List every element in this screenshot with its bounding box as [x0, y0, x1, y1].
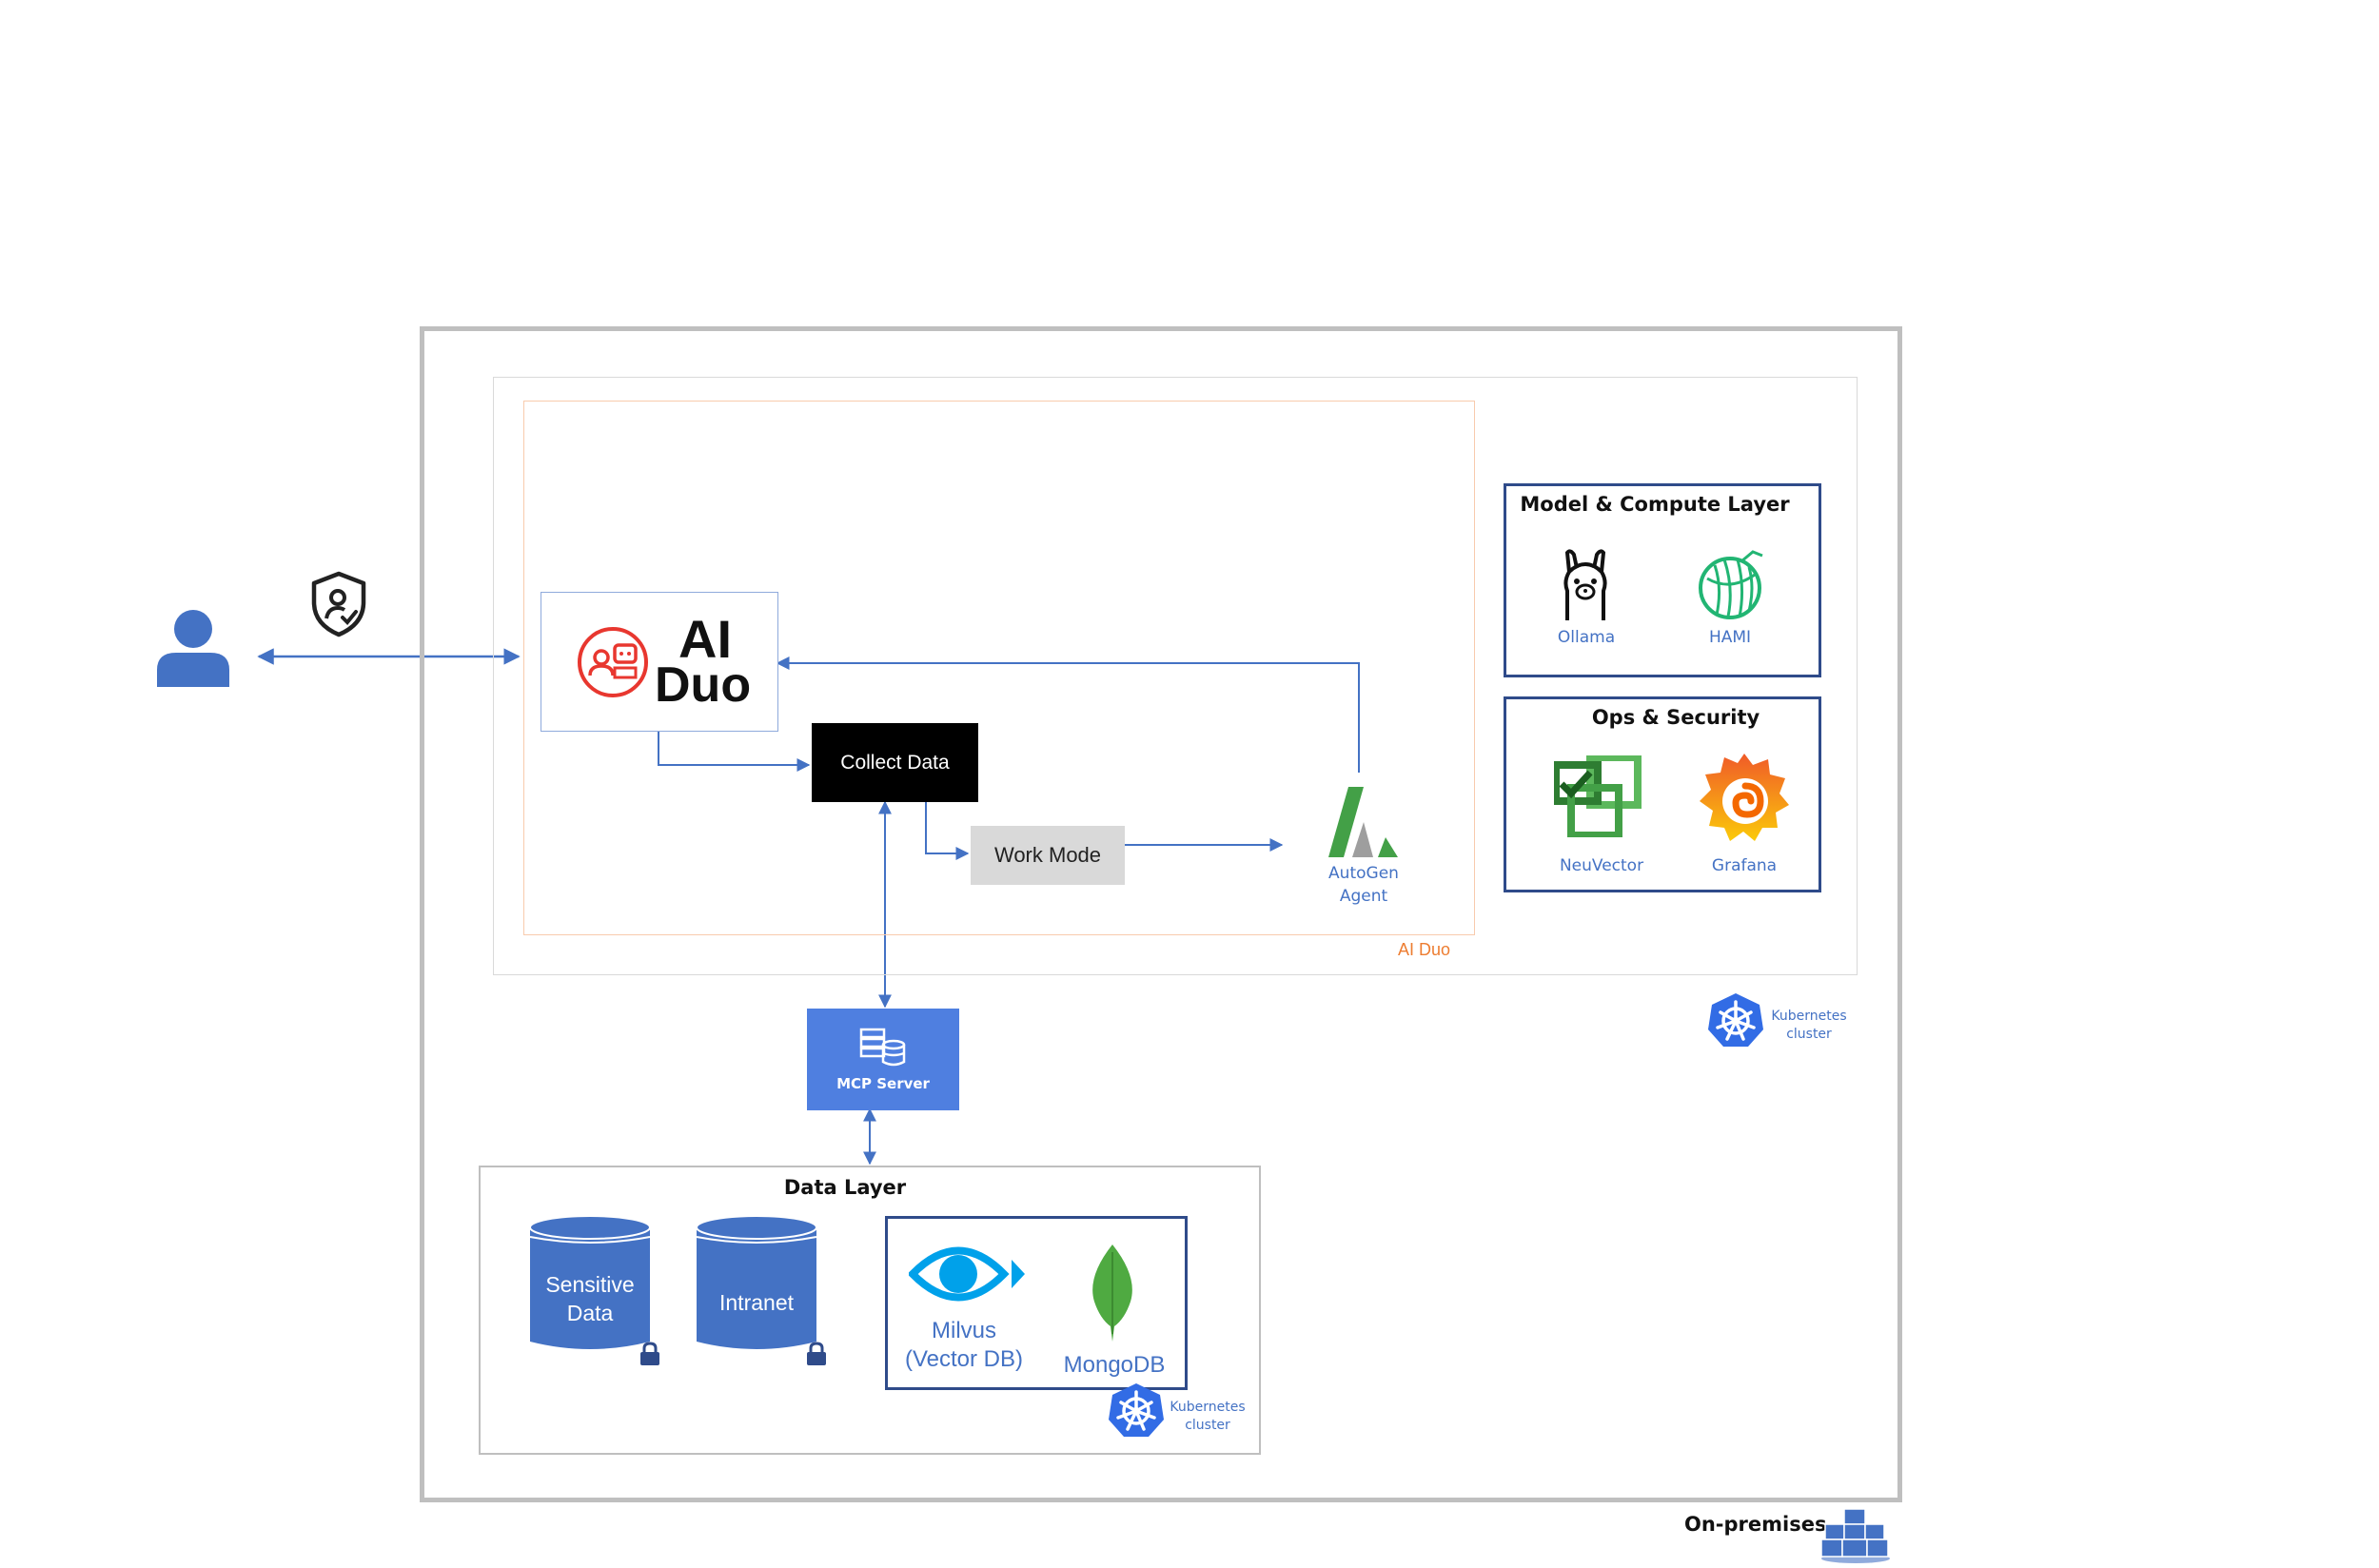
- kubernetes-db-cluster: [885, 1216, 1188, 1390]
- ops-security-title: Ops & Security: [1591, 706, 1760, 729]
- milvus-label-line1: Milvus: [931, 1318, 997, 1343]
- mongodb-leaf-icon[interactable]: [1087, 1243, 1138, 1345]
- on-premises-frame: [420, 326, 1902, 1502]
- autogen-label-line2: Agent: [1339, 887, 1388, 906]
- kubernetes-label-lower-line1: Kubernetes: [1170, 1400, 1246, 1415]
- sensitive-data-label-line2: Data: [566, 1301, 614, 1325]
- intranet-label: Intranet: [719, 1290, 794, 1315]
- autogen-icon[interactable]: [1326, 786, 1404, 862]
- autogen-label-line1: AutoGen: [1328, 864, 1399, 883]
- data-layer-title: Data Layer: [783, 1176, 907, 1199]
- person-icon: [155, 609, 231, 691]
- work-mode-node[interactable]: Work Mode: [971, 826, 1125, 885]
- kubernetes-icon: [1107, 1382, 1166, 1442]
- melon-icon[interactable]: [1694, 550, 1766, 624]
- mongodb-label: MongoDB: [1063, 1352, 1166, 1378]
- model-compute-layer: [1504, 483, 1821, 677]
- server-database-icon: [859, 1028, 907, 1071]
- on-premises-label: On-premises: [1684, 1513, 1827, 1536]
- mcp-server-label: MCP Server: [836, 1075, 930, 1092]
- intranet-db-icon[interactable]: [695, 1214, 818, 1359]
- ai-duo-logo-line2: Duo: [655, 657, 752, 713]
- ai-duo-group: [523, 401, 1475, 935]
- kubernetes-label-upper-line2: cluster: [1786, 1027, 1832, 1042]
- model-compute-layer-title: Model & Compute Layer: [1520, 493, 1790, 516]
- llama-icon[interactable]: [1556, 549, 1615, 625]
- kubernetes-icon: [1706, 991, 1765, 1052]
- sensitive-data-label-line1: Sensitive: [545, 1272, 635, 1297]
- kubernetes-label-lower-line2: cluster: [1185, 1418, 1230, 1433]
- milvus-label-line2: (Vector DB): [904, 1346, 1024, 1372]
- sensitive-data-db-icon[interactable]: [528, 1214, 652, 1359]
- hami-label: HAMI: [1708, 628, 1752, 647]
- lock-icon: [806, 1342, 827, 1370]
- server-rack-icon: [1819, 1507, 1892, 1568]
- lock-icon: [639, 1342, 660, 1370]
- ollama-label: Ollama: [1557, 628, 1616, 647]
- kubernetes-cluster-frame: [493, 377, 1858, 975]
- neuvector-label: NeuVector: [1559, 856, 1644, 875]
- ai-duo-logo-line1: AI: [678, 609, 732, 669]
- neuvector-icon[interactable]: [1552, 754, 1642, 841]
- shield-user-check-icon: [309, 571, 368, 641]
- robot-chat-icon: [577, 626, 649, 702]
- kubernetes-label-upper-line1: Kubernetes: [1771, 1009, 1847, 1024]
- milvus-eye-icon[interactable]: [907, 1233, 1027, 1319]
- grafana-label: Grafana: [1711, 856, 1778, 875]
- ai-duo-group-label: AI Duo: [1398, 940, 1451, 959]
- grafana-icon[interactable]: [1698, 750, 1791, 853]
- collect-data-node[interactable]: Collect Data: [812, 723, 978, 802]
